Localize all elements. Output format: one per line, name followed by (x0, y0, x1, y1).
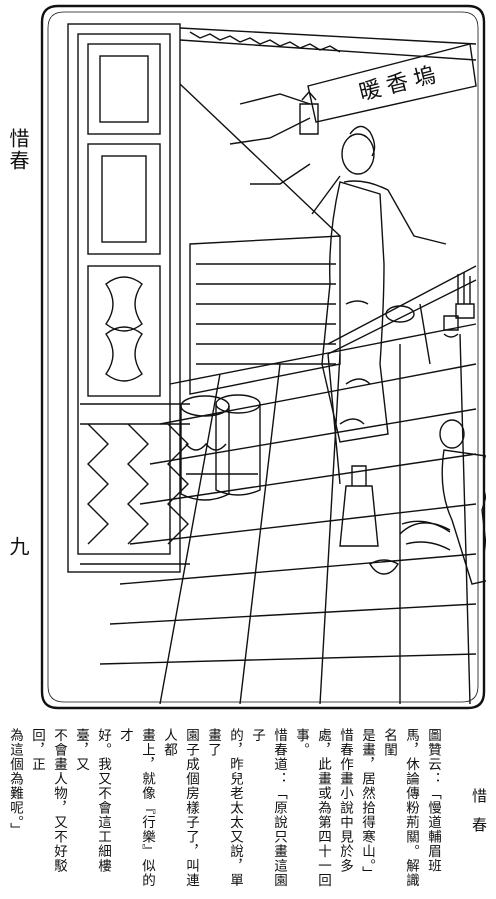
caption-line: 惜春道：「原說只畫這園子 (249, 728, 287, 888)
caption-line: 不會畫人物，又不好駁回，正 (29, 728, 67, 873)
signboard-text: 暖香塢 (357, 61, 445, 106)
caption-line: 惜春作畫小說中見於多 (337, 728, 353, 873)
caption-line: 好。我又不會這工細樓臺，又 (73, 728, 111, 873)
caption-block: 惜春 圖贊云：「慢道輔眉班 馬，休論傳粉荊關。解識名閨 是畫，居然拾得寒山。」 … (7, 728, 490, 893)
caption-line: 園子成個房樣子了，叫連人都 (161, 728, 199, 888)
caption-line: 畫上，就像『行樂』似的才 (117, 728, 155, 888)
caption-line: 是畫，居然拾得寒山。」 (359, 728, 375, 881)
caption-line: 為這個為難呢。」 (7, 728, 23, 838)
caption-title: 惜春 (470, 788, 488, 846)
caption-line: 處，此畫或為第四十一回事。 (293, 728, 331, 888)
page-number: 九 (6, 536, 30, 558)
caption-line: 的，昨兒老太太又說，單畫了 (205, 728, 243, 888)
caption-line: 圖贊云：「慢道輔眉班 (425, 728, 441, 873)
woodblock-illustration: 暖香塢 (40, 4, 486, 710)
caption-line: 馬，休論傳粉荊關。解識名閨 (381, 728, 419, 888)
character-name-label: 惜春 (6, 128, 30, 172)
